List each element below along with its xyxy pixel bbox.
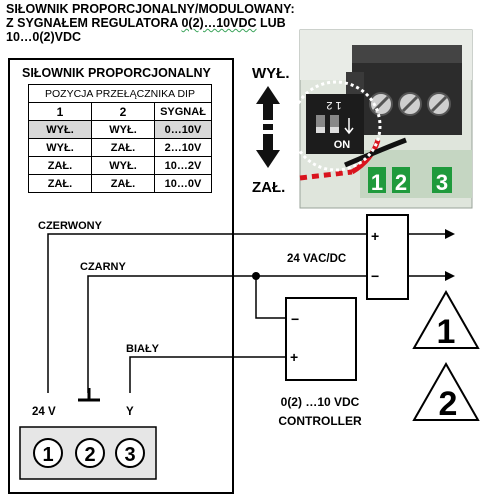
dip-cell: WYŁ. [28, 138, 92, 157]
terminal-3-number: 3 [124, 444, 135, 466]
wire-label-red: CZERWONY [38, 220, 103, 232]
title-line-1: SIŁOWNIK PROPORCJONALNY/MODULOWANY: [6, 2, 295, 16]
screw-icon [369, 92, 393, 116]
screw-icon [427, 92, 451, 116]
wire-signal [129, 356, 286, 393]
terminal-2-number: 2 [84, 444, 95, 466]
screw-icon [398, 92, 422, 116]
switch-off-label: WYŁ. [252, 65, 290, 82]
terminal-plate-2 [392, 167, 410, 193]
dip-cell: WYŁ. [91, 120, 155, 139]
dip-cell: ZAŁ. [91, 138, 155, 157]
dip-cell: ZAŁ. [91, 174, 155, 193]
dip-knob-1 [316, 115, 325, 133]
dip-cell: 10…2V [154, 156, 212, 175]
terminal-2 [75, 438, 105, 468]
wire-24v [47, 233, 445, 393]
terminal-plate-1 [368, 167, 386, 193]
photo-terminal-2: 2 [395, 170, 407, 195]
warning-1-number: 1 [437, 313, 456, 351]
controller-range: 0(2) …10 VDC [281, 395, 360, 409]
title-line-2-b: 0(2)…10VDC [181, 16, 257, 30]
red-wire [350, 139, 381, 175]
dip-magnifier [290, 80, 382, 172]
wire-controller-minus [255, 276, 286, 319]
terminal-1 [33, 438, 63, 468]
dip-cell: WYŁ. [28, 120, 92, 139]
dip-on-label: ON [334, 139, 351, 151]
controller-label: CONTROLLER [278, 414, 362, 428]
dip-cell: ZAŁ. [28, 174, 92, 193]
warning-triangle-icon [412, 361, 480, 421]
dip-knob-2 [330, 115, 339, 133]
dip-cell: 10…0V [154, 174, 212, 193]
dip-arrow-icon [344, 118, 354, 135]
dip-cell: 2…10V [154, 138, 212, 157]
actuator-label: SIŁOWNIK PROPORCJONALNY [22, 66, 211, 80]
supply-plus: + [371, 228, 379, 244]
dip-table-row: ZAŁ. ZAŁ. 10…0V [28, 174, 212, 193]
power-supply-box [366, 214, 409, 300]
red-wire-dashed [299, 169, 353, 181]
warning-triangle-icon [412, 289, 480, 349]
black-wire [344, 137, 407, 168]
wire-ground-arrow [445, 271, 455, 281]
dip-table-row: ZAŁ. WYŁ. 10…2V [28, 156, 212, 175]
supply-label: 24 VAC/DC [287, 253, 346, 265]
title-line-2-c: LUB [256, 16, 286, 30]
controller-box [285, 297, 357, 381]
title-line-2: Z SYGNAŁEM REGULATORA 0(2)…10VDC LUB [6, 16, 295, 30]
dip-knob-1-lever [316, 127, 325, 133]
dip-table-col-3: SYGNAŁ [154, 102, 212, 121]
dip-numbers: 1 2 [326, 99, 341, 111]
photo-terminal-3: 3 [436, 170, 448, 195]
title-line-3: 10…0(2)VDC [6, 30, 82, 44]
dip-table-caption: POZYCJA PRZEŁĄCZNIKA DIP [28, 84, 212, 103]
dip-table-row: WYŁ. ZAŁ. 2…10V [28, 138, 212, 157]
terminal-label-y: Y [126, 406, 134, 418]
diagram-title: SIŁOWNIK PROPORCJONALNY/MODULOWANY: Z SY… [6, 2, 295, 44]
wire-label-white: BIAŁY [126, 343, 160, 355]
wire-ground [87, 275, 445, 393]
warning-2-number: 2 [439, 385, 458, 423]
wire-label-black: CZARNY [80, 261, 126, 273]
wire-24v-arrow [445, 229, 455, 239]
terminal-1-number: 1 [42, 444, 53, 466]
switch-on-label: ZAŁ. [252, 179, 285, 196]
terminal-plate-3 [432, 167, 452, 193]
dip-switch-table: POZYCJA PRZEŁĄCZNIKA DIP 1 2 SYGNAŁ WYŁ.… [28, 84, 212, 193]
dip-knob-2-lever [330, 127, 339, 133]
supply-minus: − [371, 268, 379, 284]
controller-minus: − [291, 311, 299, 327]
terminal-label-24v: 24 V [32, 406, 56, 418]
photo-terminal-1: 1 [371, 170, 383, 195]
switch-direction-arrow-icon [256, 86, 280, 168]
terminal-3 [115, 438, 145, 468]
title-line-2-a: Z SYGNAŁEM REGULATORA [6, 16, 182, 30]
housing-top [352, 45, 462, 63]
controller-plus: + [290, 349, 298, 365]
